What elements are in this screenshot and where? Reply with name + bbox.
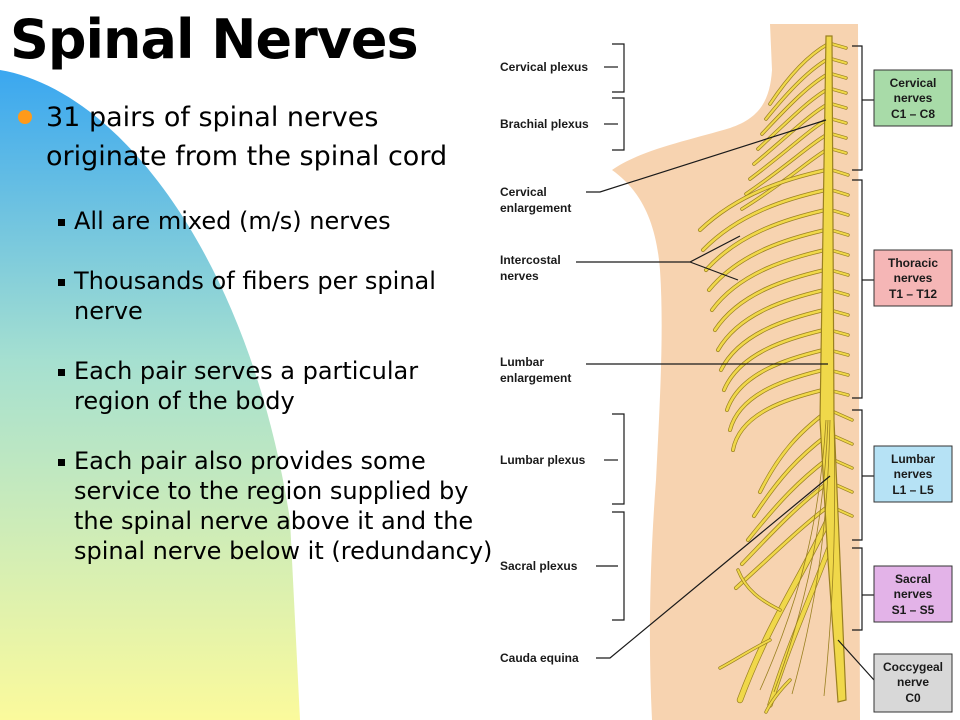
nerve-branch <box>831 73 847 79</box>
label-intercostal-line2: nerves <box>500 269 539 283</box>
nerve-branch <box>830 229 849 236</box>
main-bullet-text: 31 pairs of spinal nerves originate from… <box>46 102 448 172</box>
box-lumbar-nerves: Lumbar nerves L1 – L5 <box>873 445 953 503</box>
box-coccygeal-nerve: Coccygeal nerve C0 <box>873 653 953 713</box>
nerve-branch <box>731 388 824 452</box>
nerve-branch <box>716 288 826 352</box>
spinal-nerves-diagram: Cervical plexus Brachial plexus Cervical… <box>500 24 953 720</box>
box-coccygeal-line3: C0 <box>905 691 921 705</box>
nerve-branch <box>831 148 847 154</box>
nerve-branch <box>831 58 847 64</box>
label-cauda-equina: Cauda equina <box>500 651 579 665</box>
sub-bullet-text: All are mixed (m/s) nerves <box>74 207 391 235</box>
nerve-branch <box>831 88 847 94</box>
nerve-branch <box>746 458 828 542</box>
box-thoracic-line2: nerves <box>894 271 933 285</box>
sub-bullet-text: Thousands of fibers per spinal nerve <box>74 267 436 325</box>
nerve-branch <box>713 268 826 332</box>
nerve-branch <box>740 482 828 566</box>
box-coccygeal-line1: Coccygeal <box>883 660 943 674</box>
square-bullet-icon <box>58 459 65 466</box>
nerve-branch <box>740 147 830 211</box>
nerve-branch <box>831 133 847 139</box>
nerve-branch <box>831 103 847 109</box>
spinal-cord <box>819 35 847 703</box>
box-thoracic-line3: T1 – T12 <box>889 287 937 301</box>
nerve-branch <box>707 228 827 292</box>
nerve-branch <box>833 411 853 421</box>
label-cervical-plexus: Cervical plexus <box>500 60 588 74</box>
box-cervical-line3: C1 – C8 <box>891 107 935 121</box>
nerve-branch <box>752 102 830 166</box>
nerve-branch <box>737 517 831 703</box>
box-cervical-line1: Cervical <box>890 76 937 90</box>
nerve-branch <box>830 189 849 196</box>
sub-bullet: Each pair also provides some service to … <box>14 446 500 566</box>
nerve-branch <box>760 72 830 136</box>
box-sacral-line3: S1 – S5 <box>892 603 935 617</box>
nerve-branch <box>764 57 830 121</box>
square-bullet-icon <box>58 279 65 286</box>
main-bullet: 31 pairs of spinal nerves originate from… <box>14 98 500 176</box>
nerve-branch <box>765 679 791 713</box>
sub-bullet-text: Each pair serves a particular region of … <box>74 357 419 415</box>
label-lumbar-enlargement-line1: Lumbar <box>500 355 544 369</box>
box-thoracic-line1: Thoracic <box>888 256 938 270</box>
label-cervical-enlargement-line2: enlargement <box>500 201 571 215</box>
nerve-branch <box>725 348 825 412</box>
box-lumbar-line1: Lumbar <box>891 452 935 466</box>
nerve-branch <box>833 435 853 445</box>
label-cervical-enlargement-line1: Cervical <box>500 185 547 199</box>
sub-bullet: Each pair serves a particular region of … <box>14 356 500 416</box>
region-brackets <box>837 45 875 681</box>
label-lumbar-enlargement-line2: enlargement <box>500 371 571 385</box>
box-lumbar-line3: L1 – L5 <box>892 483 934 497</box>
box-lumbar-line2: nerves <box>894 467 933 481</box>
nerve-branch <box>722 328 825 392</box>
box-sacral-line1: Sacral <box>895 572 931 586</box>
sub-bullet: All are mixed (m/s) nerves <box>14 206 500 236</box>
label-sacral-plexus: Sacral plexus <box>500 559 578 573</box>
nerve-branch <box>719 639 771 669</box>
sub-bullet: Thousands of fibers per spinal nerve <box>14 266 500 326</box>
square-bullet-icon <box>58 219 65 226</box>
cauda-equina-strands <box>759 419 836 697</box>
square-bullet-icon <box>58 369 65 376</box>
nerve-branch <box>831 118 847 124</box>
nerve-branch <box>831 43 847 49</box>
sub-bullet-text: Each pair also provides some service to … <box>74 447 493 565</box>
nerve-branch <box>758 410 828 494</box>
nerve-branch <box>734 506 828 590</box>
nerve-branch <box>719 308 826 372</box>
box-cervical-line2: nerves <box>894 91 933 105</box>
nerve-branch <box>728 368 825 432</box>
nerve-branch <box>748 117 830 181</box>
nerve-branch <box>737 569 781 611</box>
nerve-branch <box>830 209 849 216</box>
nerve-branches <box>698 42 854 714</box>
label-leader-lines <box>576 43 831 659</box>
box-sacral-nerves: Sacral nerves S1 – S5 <box>873 565 953 623</box>
label-brachial-plexus: Brachial plexus <box>500 117 589 131</box>
bullet-dot-icon <box>18 110 32 124</box>
nerve-branch <box>831 169 849 176</box>
box-cervical-nerves: Cervical nerves C1 – C8 <box>873 69 953 127</box>
box-coccygeal-line2: nerve <box>897 675 929 689</box>
nerve-branch <box>752 434 828 518</box>
nerve-branch <box>710 248 827 312</box>
nerve-branch <box>704 208 827 272</box>
nerve-branch <box>744 132 830 196</box>
nerve-branch <box>833 459 853 469</box>
bullet-list: 31 pairs of spinal nerves originate from… <box>14 98 500 566</box>
slide-title: Spinal Nerves <box>10 8 419 71</box>
box-sacral-line2: nerves <box>894 587 933 601</box>
nerve-branch <box>701 188 827 252</box>
label-lumbar-plexus: Lumbar plexus <box>500 453 586 467</box>
nerve-branch <box>756 87 830 151</box>
nerve-branch <box>698 168 828 232</box>
box-thoracic-nerves: Thoracic nerves T1 – T12 <box>873 249 953 307</box>
label-intercostal-line1: Intercostal <box>500 253 561 267</box>
nerve-branch <box>768 42 830 106</box>
